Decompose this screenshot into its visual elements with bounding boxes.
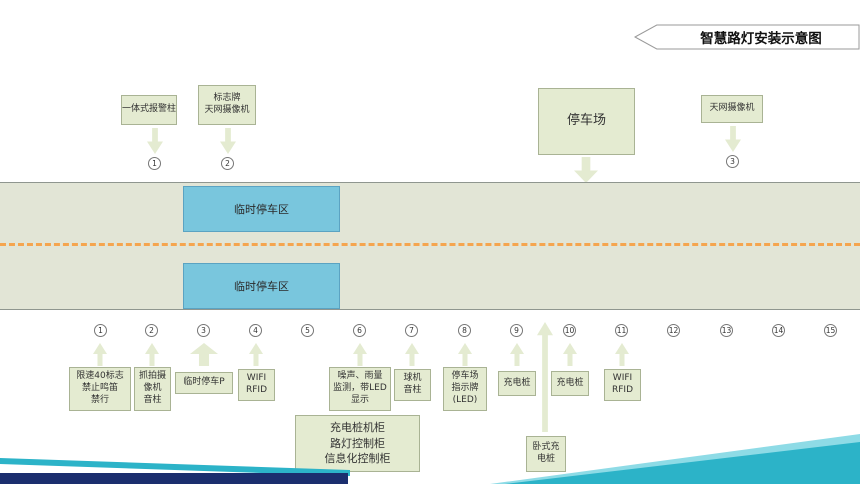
parking-lot-box: 停车场	[538, 88, 635, 155]
device-box-sign-skynet-camera: 标志牌 天网摄像机	[198, 85, 256, 125]
position-marker: 10	[563, 324, 576, 337]
up-arrow	[145, 343, 159, 366]
position-marker: 12	[667, 324, 680, 337]
device-box-skynet-camera: 天网摄像机	[701, 95, 763, 123]
up-arrow	[510, 343, 524, 366]
position-marker-top-3: 3	[726, 155, 739, 168]
up-arrow	[93, 343, 107, 366]
up-arrow	[249, 343, 263, 366]
temp-parking-zone-upper: 临时停车区	[183, 186, 340, 232]
device-box-charger-1: 充电桩	[498, 371, 536, 396]
up-arrow	[353, 343, 367, 366]
device-box-wifi-rfid-2: WIFI RFID	[604, 369, 641, 401]
device-box-parking-sign: 停车场 指示牌 (LED)	[443, 367, 487, 411]
position-marker: 6	[353, 324, 366, 337]
up-arrow	[615, 343, 629, 366]
up-arrow	[190, 343, 218, 366]
device-box-charger-2: 充电桩	[551, 371, 589, 396]
device-box-horizontal-charger: 卧式充 电桩	[526, 436, 566, 472]
down-arrow	[574, 157, 598, 183]
road-center-line	[0, 243, 860, 246]
down-arrow	[220, 128, 236, 154]
device-box-dome-camera: 球机 音柱	[394, 369, 431, 401]
position-marker: 1	[94, 324, 107, 337]
title-banner: 智慧路灯安装示意图	[632, 24, 860, 50]
footer-decoration	[0, 434, 860, 484]
position-marker: 13	[720, 324, 733, 337]
up-arrow	[405, 343, 419, 366]
device-box-speed-limit-sign: 限速40标志 禁止鸣笛 禁行	[69, 367, 131, 411]
position-marker-top-2: 2	[221, 157, 234, 170]
position-marker: 2	[145, 324, 158, 337]
position-marker-top-1: 1	[148, 157, 161, 170]
down-arrow	[147, 128, 163, 154]
device-box-capture-camera: 抓拍摄 像机 音柱	[134, 367, 171, 411]
position-marker: 3	[197, 324, 210, 337]
device-box-temp-parking-p: 临时停车P	[175, 372, 233, 394]
position-marker: 11	[615, 324, 628, 337]
diagram-title: 智慧路灯安装示意图	[700, 31, 822, 47]
device-box-wifi-rfid-1: WIFI RFID	[238, 369, 275, 401]
position-marker: 14	[772, 324, 785, 337]
temp-parking-zone-lower: 临时停车区	[183, 263, 340, 309]
up-arrow	[458, 343, 472, 366]
position-marker: 15	[824, 324, 837, 337]
road: 临时停车区 临时停车区	[0, 182, 860, 310]
control-cabinet-box: 充电桩机柜 路灯控制柜 信息化控制柜	[295, 415, 420, 472]
position-marker: 5	[301, 324, 314, 337]
down-arrow	[725, 126, 741, 152]
position-marker: 9	[510, 324, 523, 337]
device-box-noise-rain-monitor: 噪声、雨量 监测，带LED 显示	[329, 367, 391, 411]
position-marker: 7	[405, 324, 418, 337]
position-marker: 4	[249, 324, 262, 337]
title-banner-shape	[633, 24, 860, 50]
position-marker: 8	[458, 324, 471, 337]
device-box-alarm-post: 一体式报警柱	[121, 95, 177, 125]
up-arrow	[563, 343, 577, 366]
